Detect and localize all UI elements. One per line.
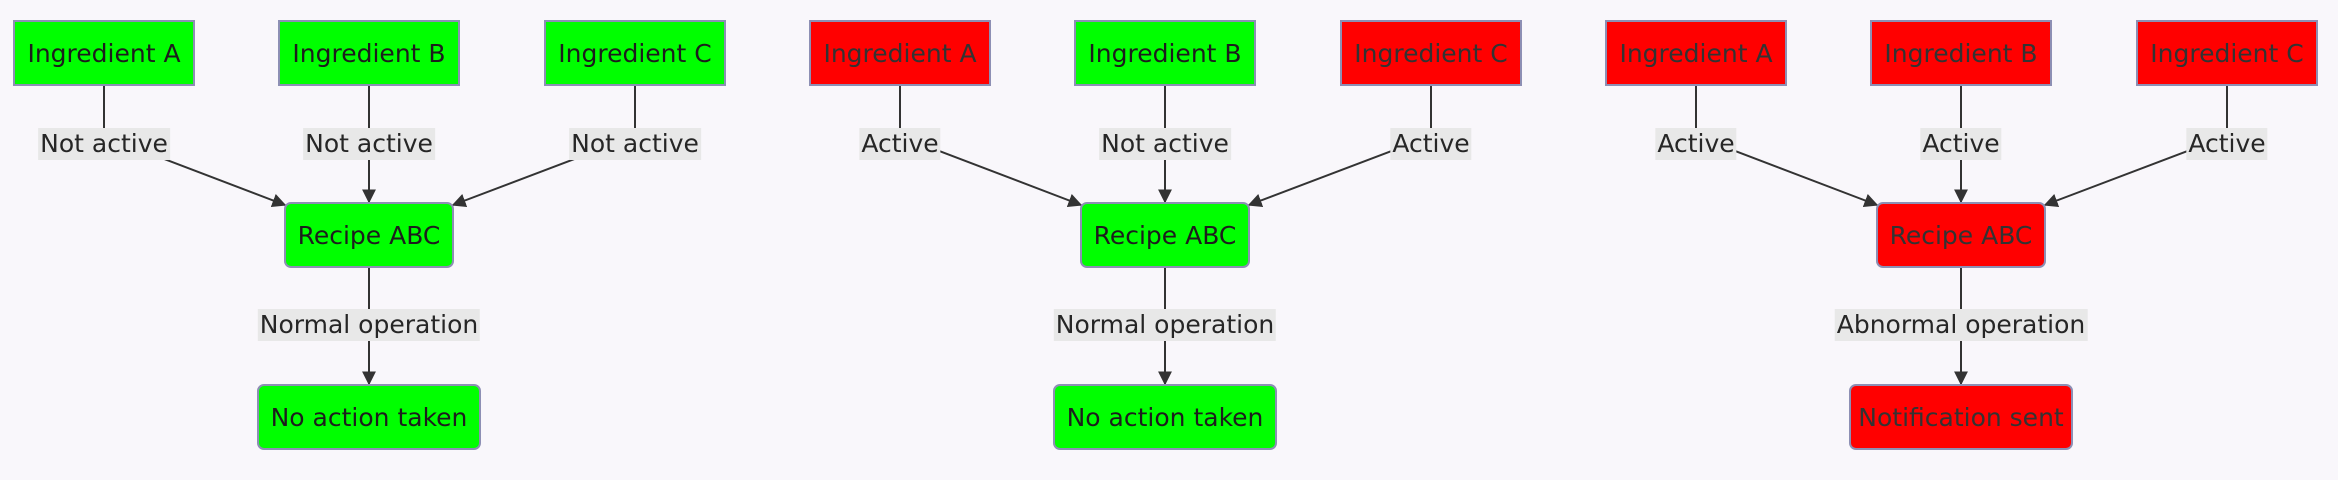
edge-label-a: Active: [1655, 128, 1737, 160]
ingredient-c-node: Ingredient C: [2136, 20, 2318, 86]
outcome-node: No action taken: [1053, 384, 1277, 450]
recipe-node: Recipe ABC: [284, 202, 454, 268]
ingredient-c-node: Ingredient C: [544, 20, 726, 86]
ingredient-b-node-label: Ingredient B: [1088, 38, 1242, 68]
edge-label-a: Active: [859, 128, 941, 160]
edge-label-c: Active: [1390, 128, 1472, 160]
outcome-node: Notification sent: [1849, 384, 2073, 450]
edge-label-a: Not active: [38, 128, 170, 160]
ingredient-a-node-label: Ingredient A: [823, 38, 977, 68]
ingredient-c-node-label: Ingredient C: [1354, 38, 1508, 68]
recipe-node-label: Recipe ABC: [1093, 220, 1237, 250]
ingredient-b-node: Ingredient B: [1074, 20, 1256, 86]
recipe-node-label: Recipe ABC: [1889, 220, 2033, 250]
edge-label-b: Not active: [1099, 128, 1231, 160]
outcome-node-label: No action taken: [270, 402, 468, 432]
edge-label-b: Active: [1920, 128, 2002, 160]
ingredient-c-node: Ingredient C: [1340, 20, 1522, 86]
operation-label: Normal operation: [1053, 309, 1277, 341]
ingredient-c-node-label: Ingredient C: [558, 38, 712, 68]
outcome-node-label: No action taken: [1066, 402, 1264, 432]
outcome-node-label: Notification sent: [1858, 402, 2064, 432]
ingredient-b-node-label: Ingredient B: [292, 38, 446, 68]
edge-label-c: Active: [2186, 128, 2268, 160]
outcome-node: No action taken: [257, 384, 481, 450]
recipe-node-label: Recipe ABC: [297, 220, 441, 250]
ingredient-a-node: Ingredient A: [809, 20, 991, 86]
ingredient-a-node-label: Ingredient A: [1619, 38, 1773, 68]
recipe-node: Recipe ABC: [1080, 202, 1250, 268]
ingredient-b-node: Ingredient B: [278, 20, 460, 86]
ingredient-b-node: Ingredient B: [1870, 20, 2052, 86]
recipe-node: Recipe ABC: [1876, 202, 2046, 268]
ingredient-c-node-label: Ingredient C: [2150, 38, 2304, 68]
operation-label: Abnormal operation: [1834, 309, 2088, 341]
ingredient-a-node: Ingredient A: [13, 20, 195, 86]
ingredient-a-node-label: Ingredient A: [27, 38, 181, 68]
edge-label-c: Not active: [569, 128, 701, 160]
operation-label: Normal operation: [257, 309, 481, 341]
ingredient-b-node-label: Ingredient B: [1884, 38, 2038, 68]
ingredient-a-node: Ingredient A: [1605, 20, 1787, 86]
edge-label-b: Not active: [303, 128, 435, 160]
